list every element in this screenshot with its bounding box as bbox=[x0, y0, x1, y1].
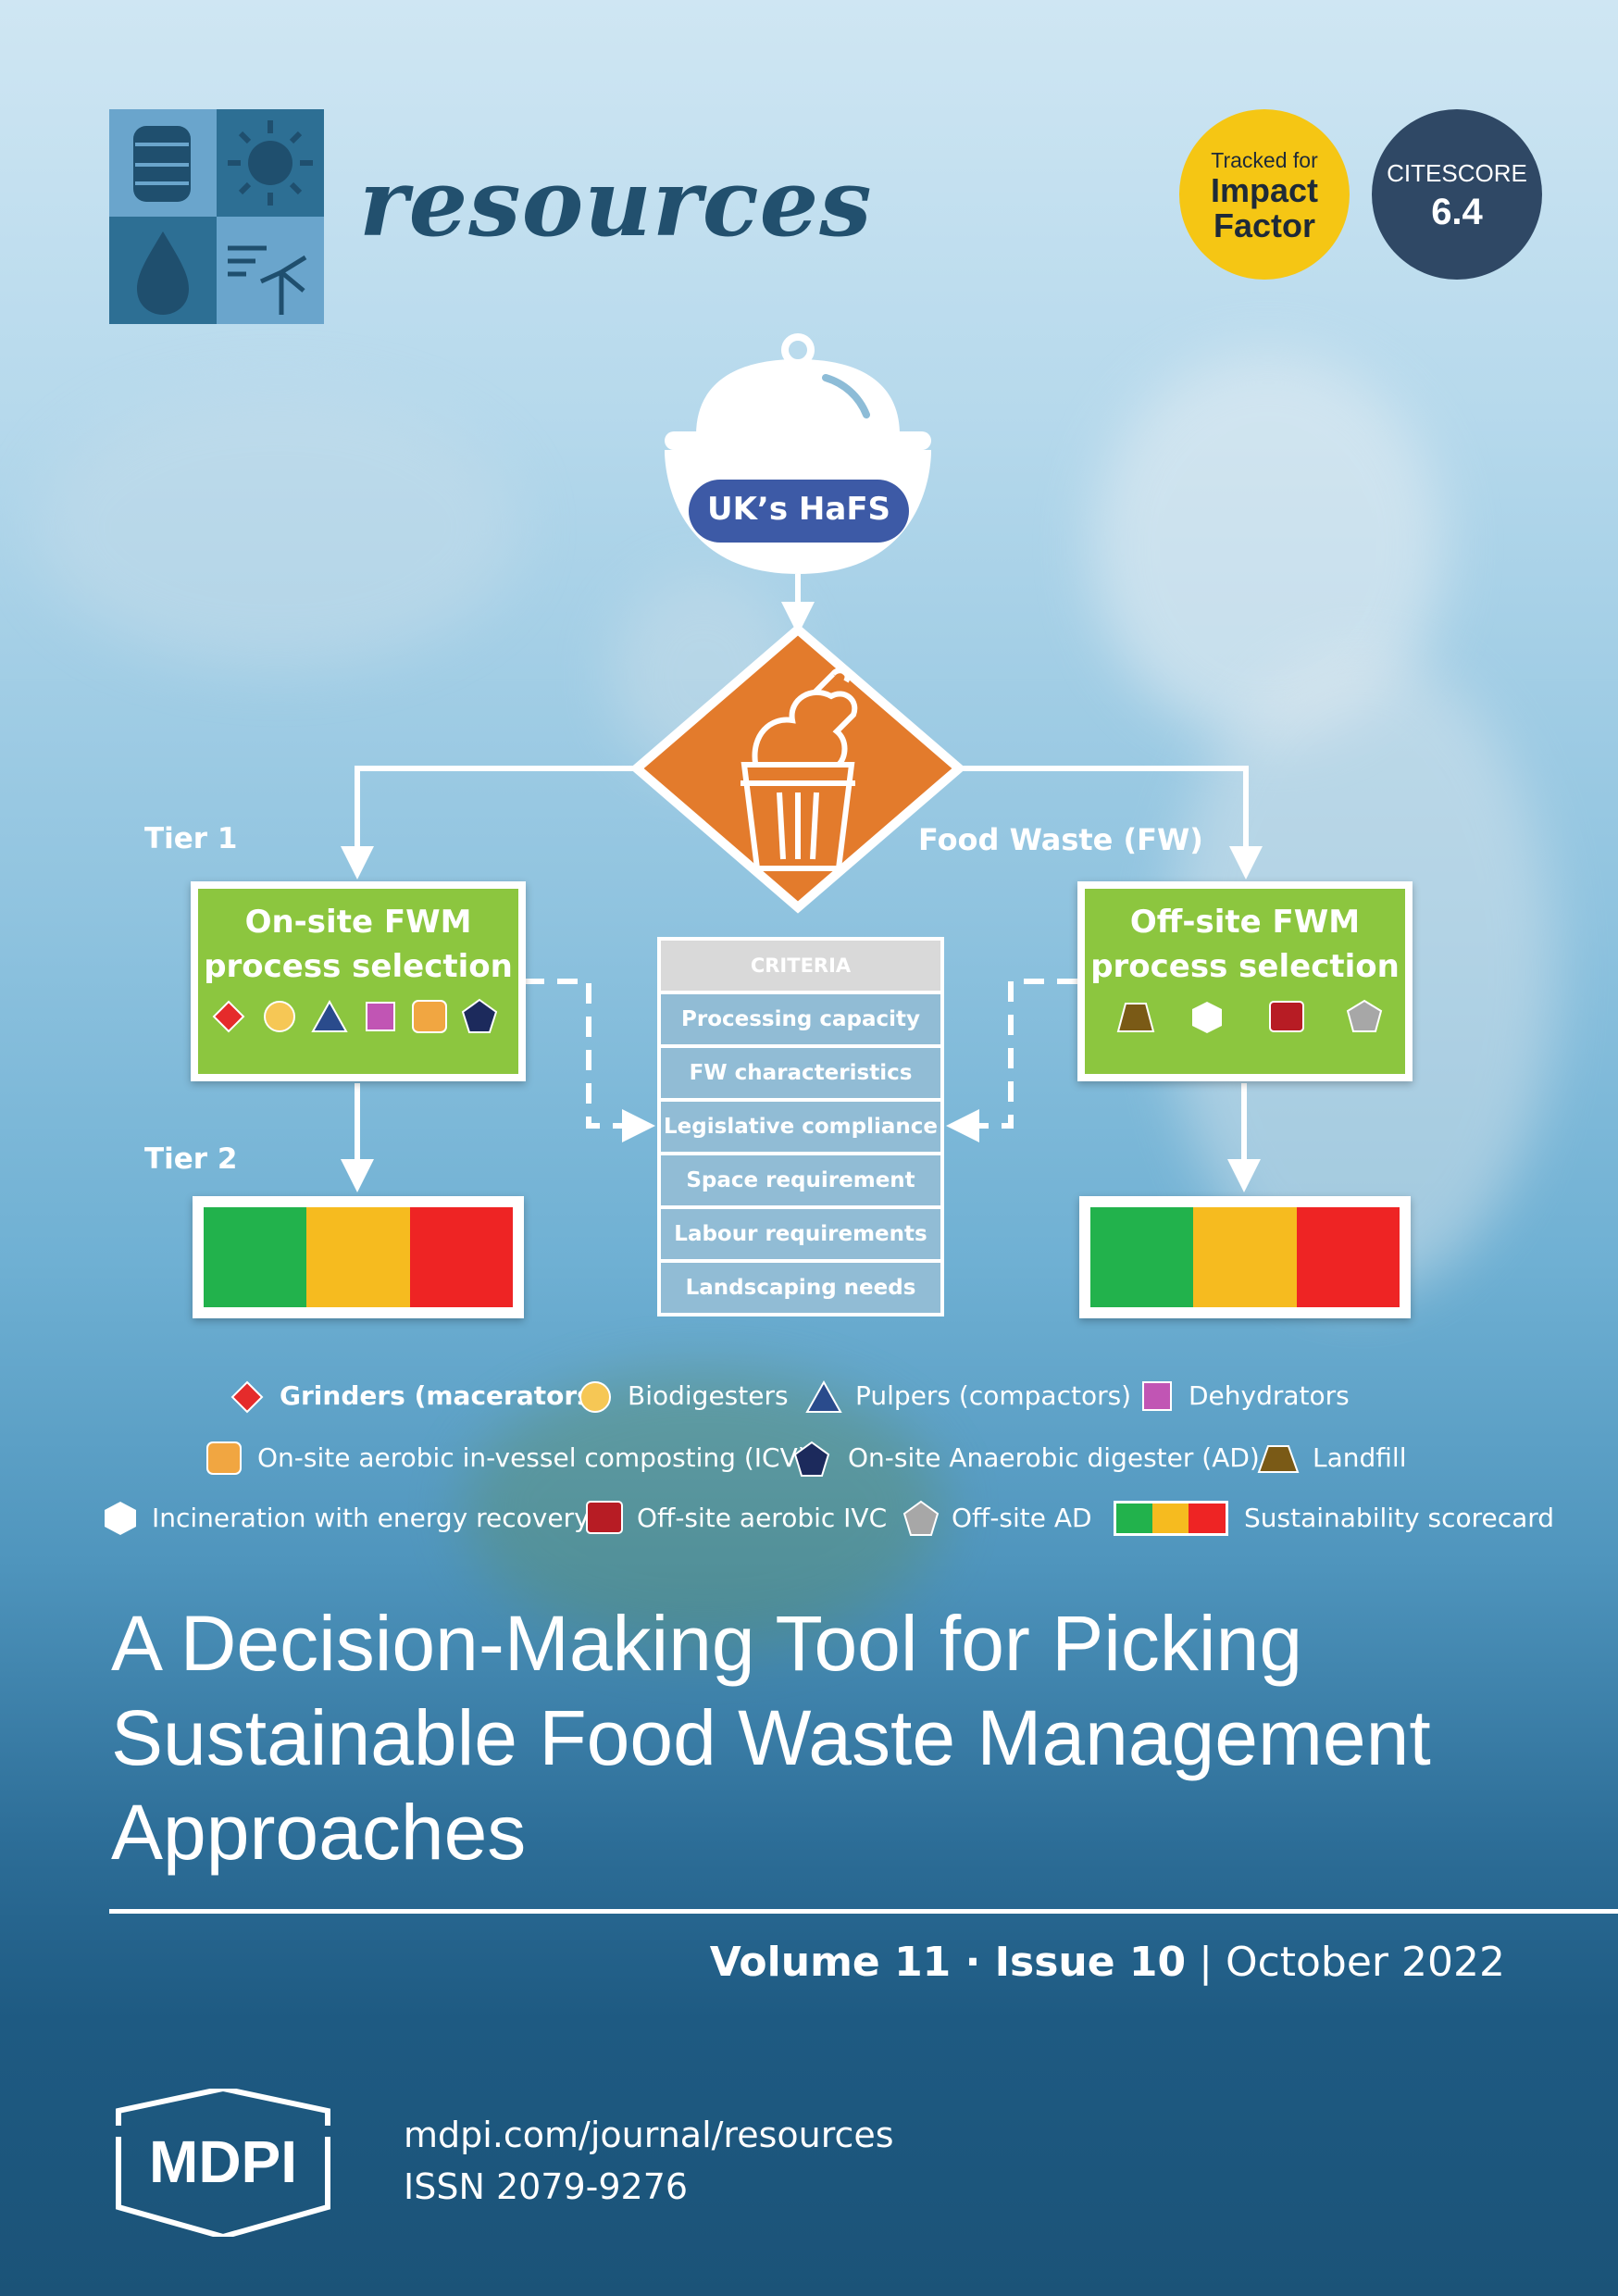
legend-offsite-ivc: Off-site aerobic IVC bbox=[637, 1503, 888, 1533]
score-green bbox=[204, 1207, 307, 1307]
impact-badge-line1: Tracked for bbox=[1211, 148, 1318, 172]
food-waste-diamond bbox=[629, 623, 966, 914]
criteria-item: Legislative compliance bbox=[661, 1102, 940, 1152]
impact-badge-line3: Factor bbox=[1213, 206, 1316, 244]
onsite-scorecard bbox=[193, 1196, 524, 1318]
journal-url[interactable]: mdpi.com/journal/resources bbox=[404, 2115, 894, 2155]
offsite-fwm-box: Off-site FWM process selection bbox=[1077, 881, 1413, 1081]
mdpi-logo: MDPI bbox=[109, 2089, 337, 2237]
onsite-process-icons bbox=[212, 998, 498, 1033]
onsite-title-line1: On-site FWM bbox=[244, 904, 472, 941]
citescore-value: 6.4 bbox=[1431, 192, 1483, 232]
icv-rounded-square-icon bbox=[412, 1000, 447, 1033]
background-greens bbox=[463, 1370, 944, 1648]
article-title-line1: A Decision-Making Tool for Picking bbox=[111, 1600, 1303, 1687]
article-title-line3: Approaches bbox=[111, 1789, 527, 1876]
legend-incineration: Incineration with energy recovery bbox=[152, 1503, 590, 1533]
legend-scorecard: Sustainability scorecard bbox=[1244, 1503, 1555, 1533]
offsite-ad-pentagon-icon bbox=[1346, 999, 1383, 1032]
mdpi-hexagon-icon bbox=[116, 2089, 330, 2237]
volume-label: Volume 11 bbox=[709, 1939, 952, 1986]
grinder-diamond-icon bbox=[212, 1000, 245, 1033]
citescore-badge: CITESCORE 6.4 bbox=[1372, 109, 1542, 280]
article-title: A Decision-Making Tool for Picking Susta… bbox=[111, 1596, 1555, 1879]
background-kitchen-light bbox=[37, 389, 518, 667]
title-divider bbox=[109, 1909, 1618, 1914]
score-red bbox=[1296, 1207, 1400, 1307]
tier1-label: Tier 1 bbox=[144, 822, 238, 855]
legend-biodigesters: Biodigesters bbox=[628, 1380, 789, 1411]
resources-logo-icon bbox=[109, 109, 324, 324]
legend-dehydrators: Dehydrators bbox=[1189, 1380, 1350, 1411]
legend-offsite-ivc-icon bbox=[586, 1501, 623, 1534]
criteria-table: CRITERIA Processing capacity FW characte… bbox=[657, 937, 944, 1316]
offsite-title-line2: process selection bbox=[1090, 948, 1400, 985]
issue-separator: · bbox=[951, 1939, 995, 1986]
legend-landfill-icon bbox=[1257, 1445, 1300, 1473]
criteria-item: Labour requirements bbox=[661, 1209, 940, 1259]
score-amber bbox=[306, 1207, 410, 1307]
legend-grinders: Grinders (macerators) bbox=[280, 1380, 604, 1411]
offsite-ivc-square-icon bbox=[1269, 1001, 1304, 1032]
criteria-item: Landscaping needs bbox=[661, 1263, 940, 1313]
criteria-header: CRITERIA bbox=[661, 941, 940, 991]
score-red bbox=[409, 1207, 513, 1307]
landfill-trapezoid-icon bbox=[1116, 1003, 1155, 1032]
legend-scorecard-icon bbox=[1114, 1501, 1228, 1536]
tier2-label: Tier 2 bbox=[144, 1142, 238, 1176]
impact-badge-line2: Impact bbox=[1210, 171, 1319, 209]
legend-pulpers: Pulpers (compactors) bbox=[855, 1380, 1132, 1411]
legend-dehydrator-icon bbox=[1142, 1381, 1172, 1411]
offsite-title-line1: Off-site FWM bbox=[1129, 904, 1361, 941]
legend-landfill: Landfill bbox=[1313, 1442, 1407, 1473]
journal-name: resources bbox=[359, 148, 873, 257]
criteria-item: Processing capacity bbox=[661, 994, 940, 1044]
issue-info: Volume 11 · Issue 10 | October 2022 bbox=[710, 1939, 1505, 1986]
legend-biodigester-icon bbox=[579, 1381, 611, 1413]
legend-grinder-icon bbox=[230, 1380, 264, 1414]
legend-icv: On-site aerobic in-vessel composting (IC… bbox=[257, 1442, 808, 1473]
issue-label: Issue 10 bbox=[994, 1939, 1187, 1986]
legend-offsite-ad-icon bbox=[902, 1500, 940, 1536]
anaerobic-digester-pentagon-icon bbox=[461, 998, 498, 1033]
criteria-item: Space requirement bbox=[661, 1155, 940, 1205]
onsite-fwm-box: On-site FWM process selection bbox=[191, 881, 526, 1081]
score-amber bbox=[1193, 1207, 1297, 1307]
biodigester-circle-icon bbox=[264, 1001, 295, 1032]
uk-hafs-label: UK’s HaFS bbox=[706, 491, 891, 528]
pulper-triangle-icon bbox=[311, 999, 348, 1032]
mdpi-wordmark: MDPI bbox=[149, 2128, 297, 2195]
legend-incineration-icon bbox=[105, 1502, 136, 1535]
onsite-title-line2: process selection bbox=[204, 948, 513, 985]
dehydrator-square-icon bbox=[366, 1002, 395, 1031]
issue-divider: | bbox=[1186, 1939, 1226, 1986]
incineration-hexagon-icon bbox=[1192, 1002, 1222, 1033]
background-chef-figure bbox=[1092, 352, 1444, 741]
legend-ad-icon bbox=[793, 1441, 830, 1477]
score-green bbox=[1090, 1207, 1194, 1307]
article-title-line2: Sustainable Food Waste Management bbox=[111, 1694, 1431, 1781]
uk-hafs-pill bbox=[689, 480, 909, 543]
legend-icv-icon bbox=[206, 1441, 242, 1475]
citescore-label: CITESCORE bbox=[1387, 159, 1527, 187]
journal-issn: ISSN 2079-9276 bbox=[404, 2166, 689, 2207]
impact-factor-badge: Tracked for Impact Factor bbox=[1179, 109, 1350, 280]
legend-offsite-ad: Off-site AD bbox=[952, 1503, 1092, 1533]
offsite-scorecard bbox=[1079, 1196, 1411, 1318]
issue-date: October 2022 bbox=[1225, 1939, 1505, 1986]
food-waste-label: Food Waste (FW) bbox=[918, 822, 1203, 857]
legend-pulper-icon bbox=[805, 1379, 842, 1413]
legend-ad: On-site Anaerobic digester (AD) bbox=[848, 1442, 1260, 1473]
offsite-process-icons bbox=[1116, 999, 1383, 1033]
criteria-item: FW characteristics bbox=[661, 1048, 940, 1098]
